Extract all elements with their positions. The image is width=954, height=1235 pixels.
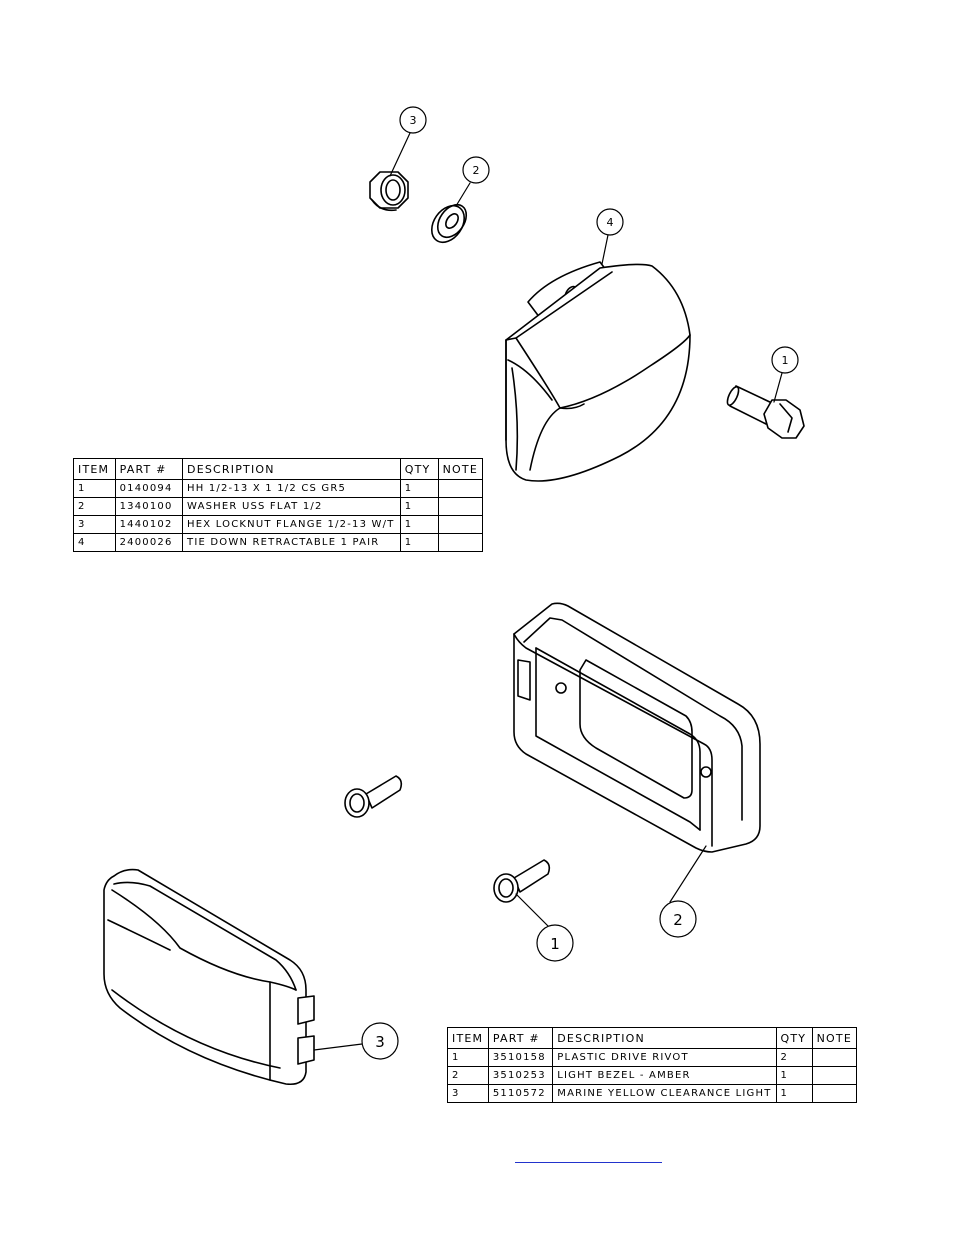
cell-description: HH 1/2-13 X 1 1/2 CS GR5 [182, 479, 401, 498]
header-note: NOTE [437, 458, 484, 480]
cell-note [437, 515, 484, 534]
light-bezel-part [513, 602, 761, 853]
cell-part: 3510158 [487, 1048, 554, 1067]
cell-item: 1 [73, 479, 116, 498]
cell-item: 2 [73, 497, 116, 516]
cell-description: TIE DOWN RETRACTABLE 1 PAIR [182, 533, 401, 552]
tie-down-part [505, 261, 691, 482]
cell-qty: 2 [775, 1048, 813, 1067]
cell-part: 5110572 [487, 1084, 554, 1103]
cell-part: 1340100 [114, 497, 184, 516]
table-row: 1 3510158 PLASTIC DRIVE RIVOT 2 [447, 1048, 858, 1067]
cell-item: 4 [73, 533, 116, 552]
cell-part: 3510253 [487, 1066, 554, 1085]
cell-item: 3 [447, 1084, 489, 1103]
cell-description: WASHER USS FLAT 1/2 [182, 497, 401, 516]
leader-lines [313, 132, 783, 1051]
cell-qty: 1 [775, 1066, 813, 1085]
cell-item: 3 [73, 515, 116, 534]
cell-note [811, 1066, 858, 1085]
header-part: PART # [114, 458, 184, 480]
header-description: DESCRIPTION [182, 458, 401, 480]
drive-rivet-part-lower [493, 859, 551, 903]
svg-text:1: 1 [782, 354, 789, 367]
header-note: NOTE [811, 1027, 858, 1049]
hex-locknut-part [369, 171, 409, 212]
bill-of-materials-kit-a: ITEM PART # DESCRIPTION QTY NOTE 1 01400… [73, 458, 484, 552]
cell-part: 0140094 [114, 479, 184, 498]
cell-part: 2400026 [114, 533, 184, 552]
drive-rivet-part-upper [344, 775, 403, 818]
bom-header-row: ITEM PART # DESCRIPTION QTY NOTE [73, 458, 484, 480]
cell-description: HEX LOCKNUT FLANGE 1/2-13 W/T [182, 515, 401, 534]
clearance-light-part [103, 868, 315, 1086]
cell-part: 1440102 [114, 515, 184, 534]
balloon-kit-a-item-2: 2 [462, 156, 490, 184]
table-row: 1 0140094 HH 1/2-13 X 1 1/2 CS GR5 1 [73, 479, 484, 498]
balloon-kit-b-item-3: 3 [361, 1022, 399, 1060]
svg-text:2: 2 [473, 164, 480, 177]
svg-text:2: 2 [673, 911, 683, 929]
cell-qty: 1 [399, 515, 439, 534]
svg-text:1: 1 [550, 935, 560, 953]
balloon-kit-a-item-4: 4 [596, 208, 624, 236]
cell-note [811, 1084, 858, 1103]
cell-qty: 1 [399, 497, 439, 516]
table-row: 3 5110572 MARINE YELLOW CLEARANCE LIGHT … [447, 1084, 858, 1103]
cell-note [437, 533, 484, 552]
cell-qty: 1 [775, 1084, 813, 1103]
table-row: 4 2400026 TIE DOWN RETRACTABLE 1 PAIR 1 [73, 533, 484, 552]
balloon-kit-b-item-2: 2 [659, 900, 697, 938]
svg-text:4: 4 [607, 216, 614, 229]
header-qty: QTY [399, 458, 439, 480]
cell-description: PLASTIC DRIVE RIVOT [552, 1048, 777, 1067]
balloon-kit-b-item-1: 1 [536, 924, 574, 962]
cell-item: 2 [447, 1066, 489, 1085]
table-row: 2 1340100 WASHER USS FLAT 1/2 1 [73, 497, 484, 516]
header-item: ITEM [73, 458, 116, 480]
cell-qty: 1 [399, 479, 439, 498]
table-row: 2 3510253 LIGHT BEZEL - AMBER 1 [447, 1066, 858, 1085]
footer-link[interactable] [515, 1148, 662, 1163]
flat-washer-part [430, 203, 468, 244]
hex-bolt-part [726, 385, 805, 439]
svg-text:3: 3 [375, 1033, 385, 1051]
svg-text:3: 3 [410, 114, 417, 127]
cell-note [437, 497, 484, 516]
cell-description: LIGHT BEZEL - AMBER [552, 1066, 777, 1085]
balloon-kit-a-item-3: 3 [399, 106, 427, 134]
bom-header-row: ITEM PART # DESCRIPTION QTY NOTE [447, 1027, 858, 1049]
cell-qty: 1 [399, 533, 439, 552]
bill-of-materials-kit-b: ITEM PART # DESCRIPTION QTY NOTE 1 35101… [447, 1027, 858, 1103]
header-description: DESCRIPTION [552, 1027, 777, 1049]
cell-note [811, 1048, 858, 1067]
header-qty: QTY [775, 1027, 813, 1049]
balloon-kit-a-item-1: 1 [771, 346, 799, 374]
cell-note [437, 479, 484, 498]
table-row: 3 1440102 HEX LOCKNUT FLANGE 1/2-13 W/T … [73, 515, 484, 534]
header-item: ITEM [447, 1027, 489, 1049]
cell-description: MARINE YELLOW CLEARANCE LIGHT [552, 1084, 777, 1103]
cell-item: 1 [447, 1048, 489, 1067]
header-part: PART # [487, 1027, 554, 1049]
